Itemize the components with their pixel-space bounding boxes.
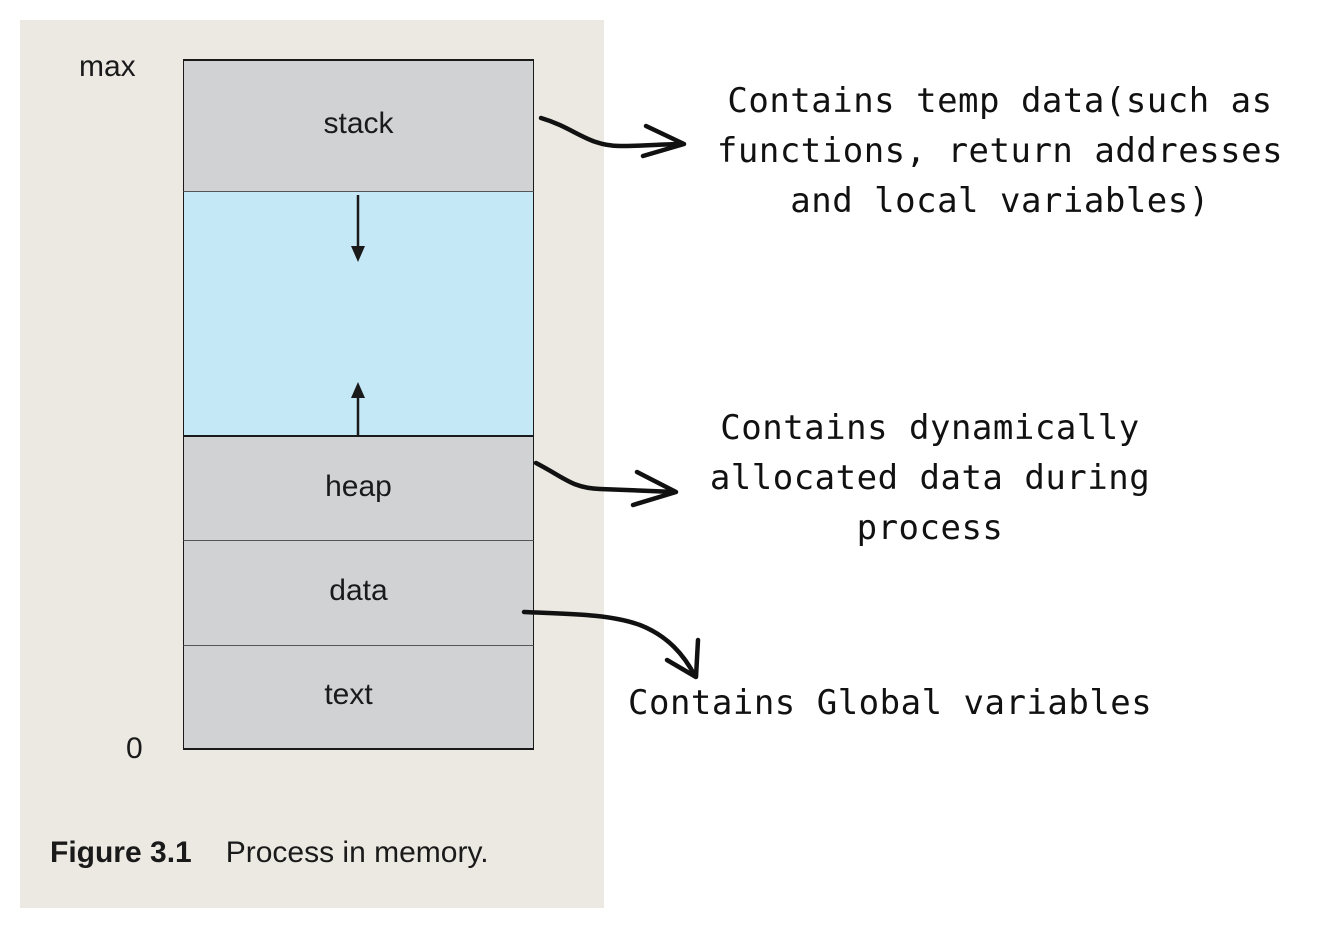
- stack-label: stack: [323, 107, 394, 140]
- figure-caption: Figure 3.1 Process in memory.: [50, 836, 489, 870]
- heap-label: heap: [325, 469, 392, 503]
- stack-annotation: Contains temp data(such as functions, re…: [716, 81, 1284, 221]
- heap-segment: heap: [183, 437, 534, 541]
- heap-annotation: Contains dynamically allocated data duri…: [709, 408, 1151, 548]
- figure-number: Figure 3.1: [50, 836, 192, 869]
- text-segment: text: [183, 646, 534, 750]
- data-pointer-arrow-icon: [521, 609, 701, 680]
- stack-pointer-arrow-icon: [538, 115, 687, 159]
- address-max-label: max: [79, 50, 136, 83]
- heap-growth-arrow-icon: [351, 382, 365, 437]
- stack-segment: stack: [183, 59, 534, 192]
- process-memory-block: stack heap data text: [183, 59, 534, 750]
- data-annotation: Contains Global variables: [628, 683, 1153, 723]
- text-label: text: [324, 678, 373, 711]
- figure-title: Process in memory.: [225, 836, 489, 869]
- stack-growth-arrow-icon: [351, 195, 365, 262]
- heap-pointer-arrow-icon: [533, 460, 679, 508]
- data-segment: data: [183, 541, 534, 646]
- address-zero-label: 0: [126, 732, 143, 765]
- data-label: data: [329, 574, 388, 607]
